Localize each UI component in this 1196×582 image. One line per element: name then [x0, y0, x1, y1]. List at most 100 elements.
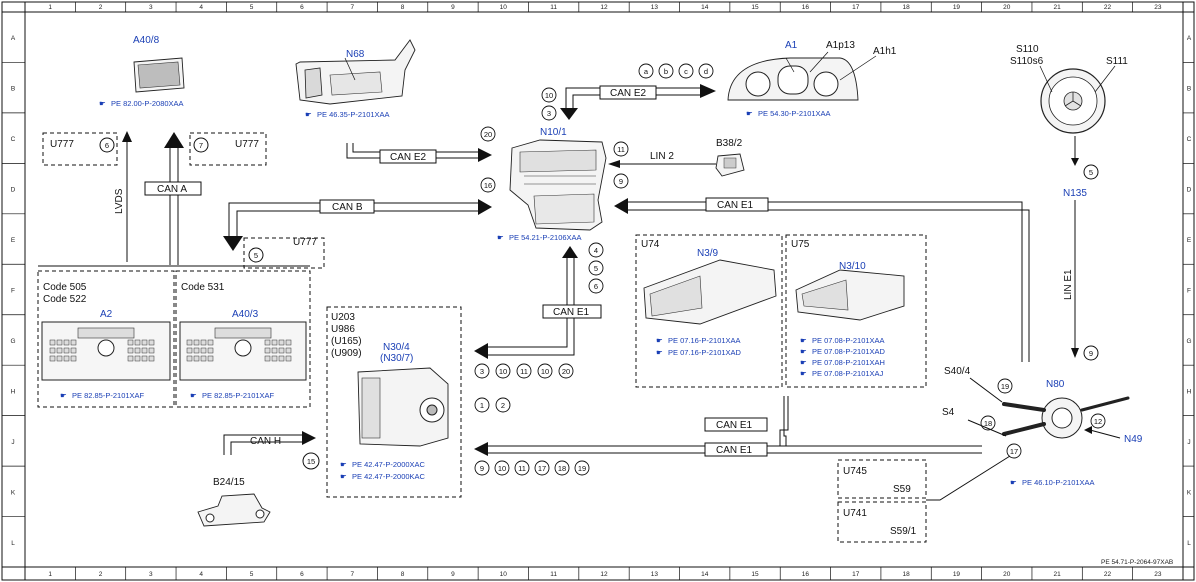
pin-circle: a [638, 63, 654, 79]
can-a-bus: CAN A [144, 132, 202, 265]
n30-4-label: N30/4 [383, 342, 410, 353]
grid-col-label: 23 [1154, 4, 1162, 11]
code-531-box: Code 531 A40/3 ☛ PE 82.85-P-2101XAF [175, 270, 311, 408]
radio-button [285, 355, 292, 362]
n30-ref-1: PE 42.47-P-2000XAC [352, 460, 426, 469]
radio-button [148, 347, 155, 354]
grid-col-label: 8 [401, 4, 405, 11]
pin-circle: 3 [474, 363, 490, 379]
a1-label: A1 [785, 40, 798, 51]
svg-text:17: 17 [538, 464, 546, 473]
radio-button [127, 339, 134, 346]
pin-circle: 4 [588, 242, 604, 258]
u777-mid-circle: 7 [199, 141, 203, 150]
u777-e-label: U777 [293, 237, 317, 248]
svg-text:11: 11 [520, 367, 528, 376]
n30-ref-2: PE 42.47-P-2000KAC [352, 472, 426, 481]
pin-circle: 11 [613, 141, 629, 157]
can-e1-bottom2-label: CAN E1 [716, 445, 753, 456]
grid-col-label: 3 [149, 571, 153, 578]
svg-text:17: 17 [1010, 447, 1018, 456]
svg-text:20: 20 [484, 130, 492, 139]
grid-col-label: 19 [953, 571, 961, 578]
grid-col-label: 22 [1104, 571, 1112, 578]
grid-col-label: 11 [550, 4, 557, 11]
a2-label: A2 [100, 309, 113, 320]
grid-col-label: 5 [250, 571, 254, 578]
s40-4-label: S40/4 [944, 366, 971, 377]
grid-row-label: H [11, 388, 16, 395]
grid-col-label: 9 [451, 571, 455, 578]
radio-button [141, 355, 148, 362]
radio-button [200, 347, 207, 354]
n30-7-label: (N30/7) [380, 353, 413, 364]
footer-code: PE 54.71-P-2064-97XAB [1101, 559, 1173, 566]
svg-text:16: 16 [484, 181, 492, 190]
radio-button [200, 339, 207, 346]
pin-circle: c [678, 63, 694, 79]
pin-circle: 17 [534, 460, 550, 476]
radio-button [200, 355, 207, 362]
radio-button [70, 339, 77, 346]
radio-button [134, 339, 141, 346]
ref-icon: ☛ [99, 99, 106, 108]
ref-icon: ☛ [340, 472, 347, 481]
n135-label: N135 [1063, 188, 1087, 199]
grid-col-label: 12 [600, 571, 608, 578]
grid-col-label: 6 [300, 571, 304, 578]
grid-col-label: 3 [149, 4, 153, 11]
can-e2-top-label: CAN E2 [610, 88, 647, 99]
radio-button [186, 339, 193, 346]
ref-icon: ☛ [305, 110, 312, 119]
svg-text:1: 1 [480, 401, 484, 410]
u75-ref-4: PE 07.08-P-2101XAJ [812, 369, 884, 378]
svg-text:10: 10 [499, 367, 507, 376]
component-a40-8: A40/8 ☛ PE 82.00-P-2080XAA [99, 35, 185, 108]
radio-button [56, 355, 63, 362]
radio-button [285, 347, 292, 354]
a40-8-ref: PE 82.00-P-2080XAA [111, 99, 184, 108]
radio-button [278, 347, 285, 354]
pin-circle: 19 [997, 378, 1013, 394]
n30-line-2: U986 [331, 324, 355, 335]
svg-text:20: 20 [562, 367, 570, 376]
lin-2-bus: LIN 2 [608, 151, 716, 168]
can-a-label: CAN A [157, 184, 187, 195]
component-n10-1: N10/1 ☛ PE 54.21-P-2106XAA [497, 127, 607, 242]
radio-button [70, 355, 77, 362]
s4-label: S4 [942, 407, 955, 418]
ref-icon: ☛ [60, 391, 67, 400]
grid-row-label: F [1187, 288, 1191, 295]
can-b-label: CAN B [332, 202, 363, 213]
grid-row-label: D [11, 187, 16, 194]
a40-3-button-grid [186, 339, 292, 362]
b38-2-label: B38/2 [716, 138, 743, 149]
a40-3-ref: PE 82.85-P-2101XAF [202, 391, 275, 400]
ref-icon: ☛ [800, 336, 807, 345]
u777-mid-label: U777 [235, 139, 259, 150]
pin-circle: 9 [613, 173, 629, 189]
grid-col-label: 13 [651, 4, 659, 11]
grid-row-label: E [1187, 237, 1192, 244]
svg-text:11: 11 [617, 145, 625, 154]
grid-row-label: A [11, 35, 16, 42]
n30-line-4: (U909) [331, 348, 362, 359]
grid-col-label: 20 [1003, 571, 1011, 578]
s59-label: S59 [893, 484, 911, 495]
u777-left-circle: 6 [105, 141, 109, 150]
grid-row-label: G [10, 338, 15, 345]
can-e1-mid-bus: CAN E1 [474, 246, 602, 359]
grid-col-label: 22 [1104, 4, 1112, 11]
radio-button [148, 355, 155, 362]
grid-col-label: 21 [1054, 571, 1062, 578]
grid-col-label: 1 [48, 4, 52, 11]
ref-icon: ☛ [800, 369, 807, 378]
ref-icon: ☛ [656, 336, 663, 345]
u75-label: U75 [791, 239, 810, 250]
pin-circle: 10 [494, 460, 510, 476]
ref-icon: ☛ [497, 233, 504, 242]
can-e1-mid-label: CAN E1 [553, 307, 590, 318]
pin-circle: 18 [554, 460, 570, 476]
grid-row-label: B [11, 86, 15, 93]
lin2-label: LIN 2 [650, 151, 674, 162]
